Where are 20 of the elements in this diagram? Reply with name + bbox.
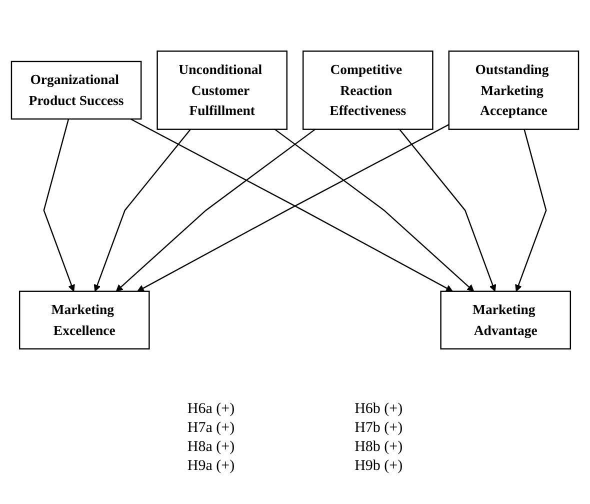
hypothesis-label: H6a (+) bbox=[187, 400, 235, 419]
hypothesis-label: H7b (+) bbox=[354, 419, 403, 438]
arrow bbox=[43, 118, 75, 292]
arrow bbox=[116, 128, 316, 292]
node-box: Marketing Excellence bbox=[18, 290, 150, 350]
arrow bbox=[515, 129, 547, 292]
arrow bbox=[94, 128, 191, 292]
hypothesis-label: H7a (+) bbox=[187, 419, 235, 438]
node-box: Organizational Product Success bbox=[10, 60, 142, 120]
node-box: Marketing Advantage bbox=[440, 290, 572, 350]
arrow bbox=[399, 128, 496, 292]
hypothesis-label: H8b (+) bbox=[354, 438, 403, 457]
node-box: Unconditional Customer Fulfillment bbox=[156, 50, 288, 130]
node-box: Outstanding Marketing Acceptance bbox=[448, 50, 580, 130]
hypothesis-label: H9a (+) bbox=[187, 457, 235, 476]
arrow bbox=[274, 128, 474, 292]
hypothesis-label: H8a (+) bbox=[187, 438, 235, 457]
hypothesis-label: H9b (+) bbox=[354, 457, 403, 476]
node-box: Competitive Reaction Effectiveness bbox=[302, 50, 434, 130]
hypothesis-label: H6b (+) bbox=[354, 400, 403, 419]
